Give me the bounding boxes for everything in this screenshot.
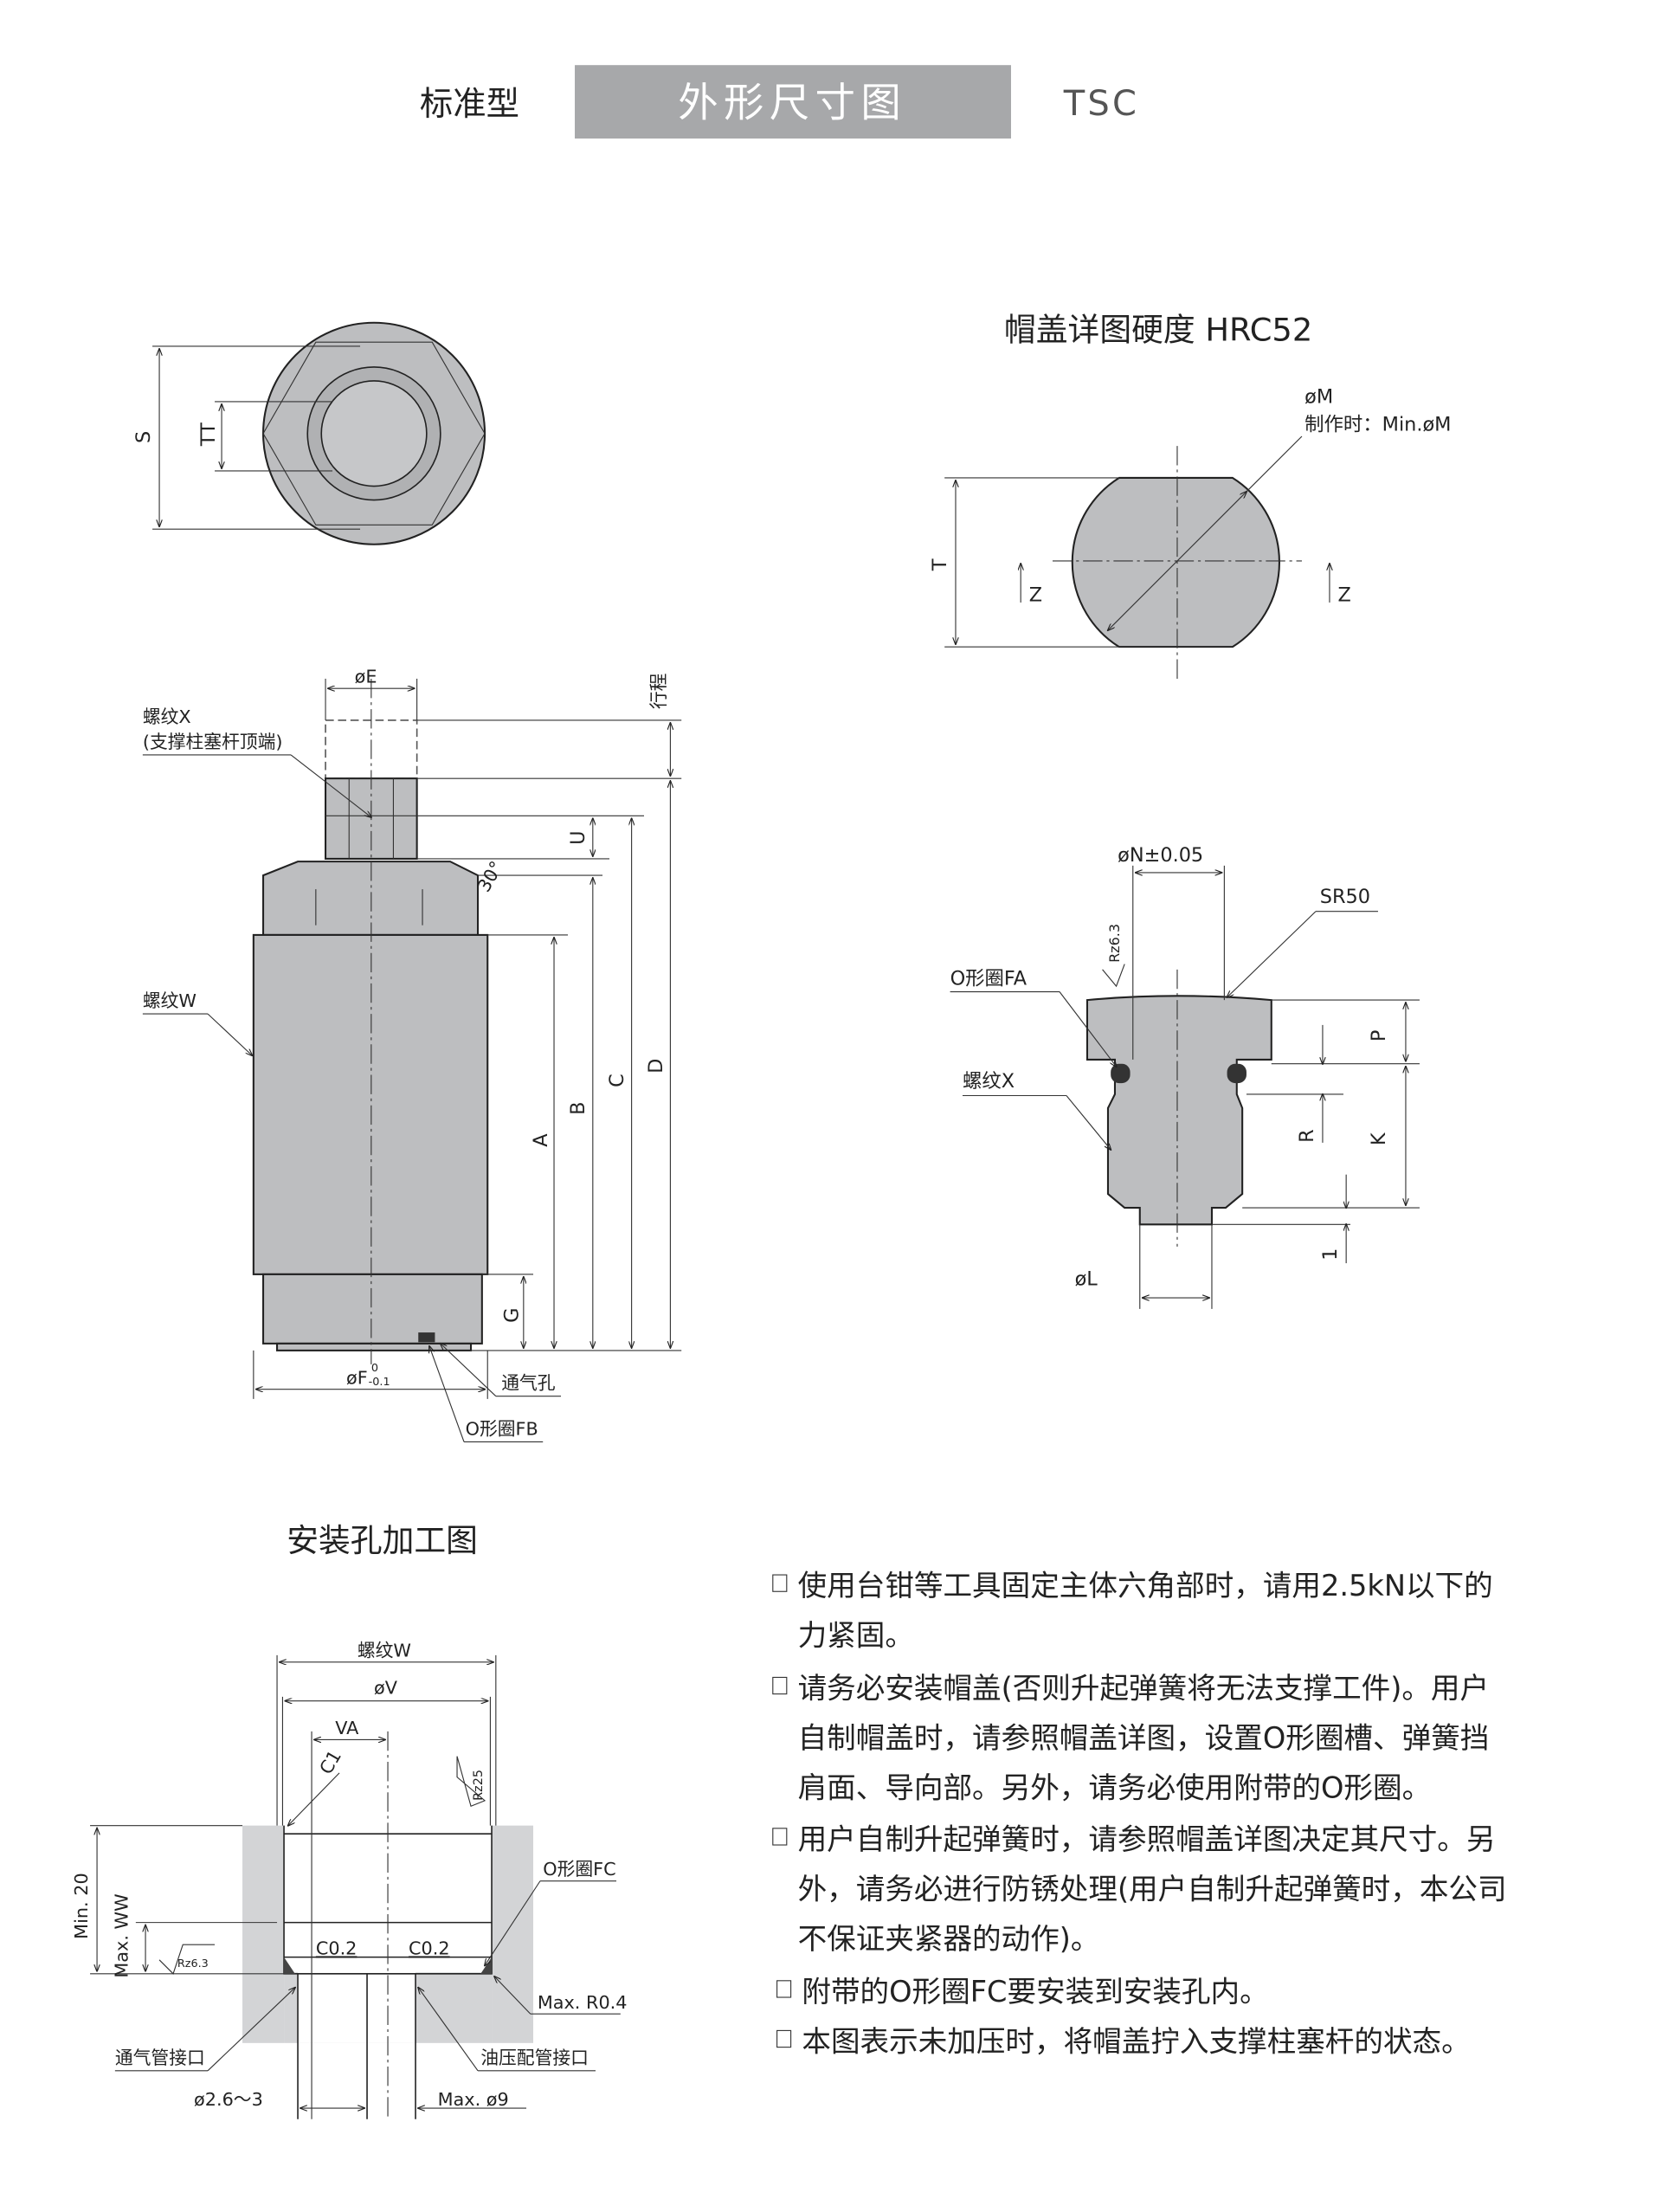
z-left: Z: [1029, 584, 1042, 606]
dim-f: øF: [346, 1367, 368, 1388]
cap-section: øN±0.05 SR50 Rz6.3 O形圈FA 螺纹X P K R 1 øL: [950, 844, 1420, 1309]
page-title: 外形尺寸图: [678, 79, 906, 126]
oring-fa-right: [1227, 1063, 1246, 1084]
top-view: S TT: [132, 321, 486, 545]
dim-p: P: [1368, 1030, 1390, 1042]
oring-fb-shape: [418, 1332, 435, 1343]
note-3-line-1: 用户自制升起弹簧时，请参照帽盖详图决定其尺寸。另: [798, 1822, 1496, 1856]
dim-n: øN±0.05: [1118, 844, 1203, 867]
thread-x-label: 螺纹X: [143, 706, 191, 727]
dim-a: A: [530, 1133, 552, 1147]
mount-thread-w: 螺纹W: [358, 1640, 411, 1661]
note-3-line-2: 外，请务必进行防锈处理(用户自制升起弹簧时，本公司: [798, 1872, 1507, 1906]
note-2-line-3: 肩面、导向部。另外，请务必使用附带的O形圈。: [798, 1771, 1432, 1805]
dim-m-note: 制作时：Min.øM: [1304, 414, 1451, 436]
dim-c: C: [606, 1074, 628, 1087]
vent-label: 通气孔: [501, 1373, 556, 1394]
thread-x-note: (支撑柱塞杆顶端): [143, 732, 283, 752]
max-r-label: Max. R0.4: [538, 1992, 628, 2013]
min20-label: Min. 20: [71, 1873, 92, 1939]
cap-detail: 帽盖详图硬度 HRC52 øM 制作时：Min.øM T Z Z: [929, 312, 1451, 679]
side-view: øE 螺纹X (支撑柱塞杆顶端) 螺纹W 行程 D C U B A G 30° …: [142, 667, 682, 1443]
dim-f-tol-lower: -0.1: [369, 1376, 390, 1389]
dim-d: D: [645, 1059, 667, 1074]
thread-x-cap-label: 螺纹X: [963, 1070, 1015, 1093]
oring-fa-left: [1111, 1063, 1131, 1084]
dia-vent-label: ø2.6～3: [194, 2089, 263, 2110]
oil-port-label: 油压配管接口: [480, 2048, 589, 2068]
oring-fb-label: O形圈FB: [466, 1418, 538, 1439]
body-hex: [262, 861, 480, 936]
rz25-label: Rz25: [472, 1770, 486, 1801]
note-3-line-3: 不保证夹紧器的动作)。: [798, 1922, 1100, 1956]
dim-l: øL: [1075, 1268, 1098, 1291]
model-label: TSC: [1063, 84, 1139, 124]
note-5-line-1: 本图表示未加压时，将帽盖拧入支撑柱塞杆的状态。: [802, 2024, 1470, 2058]
header: 标准型 外形尺寸图 TSC: [420, 65, 1139, 139]
dim-f-tol-upper: 0: [371, 1362, 378, 1375]
dim-g: G: [500, 1308, 523, 1323]
rz63-label: Rz6.3: [177, 1957, 209, 1970]
rod-inner-circle: [320, 380, 428, 487]
cap-section-shape: [1085, 995, 1272, 1226]
note-2-line-1: 请务必安装帽盖(否则升起弹簧将无法支撑工件)。用户: [798, 1671, 1490, 1705]
dim-s: S: [132, 431, 155, 443]
dim-tt: TT: [197, 422, 220, 447]
note-2-line-2: 自制帽盖时，请参照帽盖详图，设置O形圈槽、弹簧挡: [798, 1721, 1490, 1755]
cap-detail-title: 帽盖详图硬度 HRC52: [1004, 312, 1312, 349]
mount-title: 安装孔加工图: [287, 1522, 478, 1559]
note-4-line-1: 附带的O形圈FC要安装到安装孔内。: [802, 1975, 1268, 2009]
dim-m: øM: [1304, 386, 1333, 409]
dia-oil-label: Max. ø9: [438, 2089, 509, 2110]
stroke-label: 行程: [648, 674, 669, 710]
max-ww-label: Max. WW: [111, 1893, 132, 1977]
notes: 使用台钳等工具固定主体六角部时，请用2.5kN以下的 力紧固。 请务必安装帽盖(…: [772, 1569, 1507, 2058]
body-cylinder: [252, 933, 489, 1275]
note-1-line-1: 使用台钳等工具固定主体六角部时，请用2.5kN以下的: [798, 1569, 1493, 1603]
hex-outline: [262, 341, 486, 526]
dim-e: øE: [355, 667, 377, 687]
sr-label: SR50: [1320, 886, 1370, 908]
note-1-line-2: 力紧固。: [798, 1619, 914, 1653]
c1-label: C1: [315, 1747, 345, 1778]
c02-right: C0.2: [409, 1938, 450, 1958]
oring-fa-label: O形圈FA: [950, 968, 1027, 990]
dim-b: B: [567, 1102, 589, 1115]
category-label: 标准型: [420, 85, 519, 124]
dim-t: T: [929, 558, 951, 571]
title-banner: [575, 65, 1011, 139]
dim-u: U: [567, 831, 589, 845]
rz-label: Rz6.3: [1106, 924, 1123, 963]
dim-v: øV: [374, 1678, 398, 1699]
thread-w-label: 螺纹W: [143, 990, 196, 1011]
dim-1: 1: [1319, 1248, 1342, 1261]
z-right: Z: [1338, 584, 1351, 606]
dim-r: R: [1296, 1129, 1318, 1143]
c02-left: C0.2: [316, 1938, 358, 1958]
mount-drawing: 安装孔加工图 螺纹W øV VA C1 Rz25 Min. 20 Max. WW…: [71, 1522, 628, 2119]
dim-k: K: [1368, 1132, 1390, 1145]
oring-fc-label: O形圈FC: [543, 1859, 615, 1880]
vent-port-label: 通气管接口: [115, 2048, 205, 2068]
body-lower: [262, 1273, 483, 1345]
dim-va: VA: [335, 1718, 359, 1738]
